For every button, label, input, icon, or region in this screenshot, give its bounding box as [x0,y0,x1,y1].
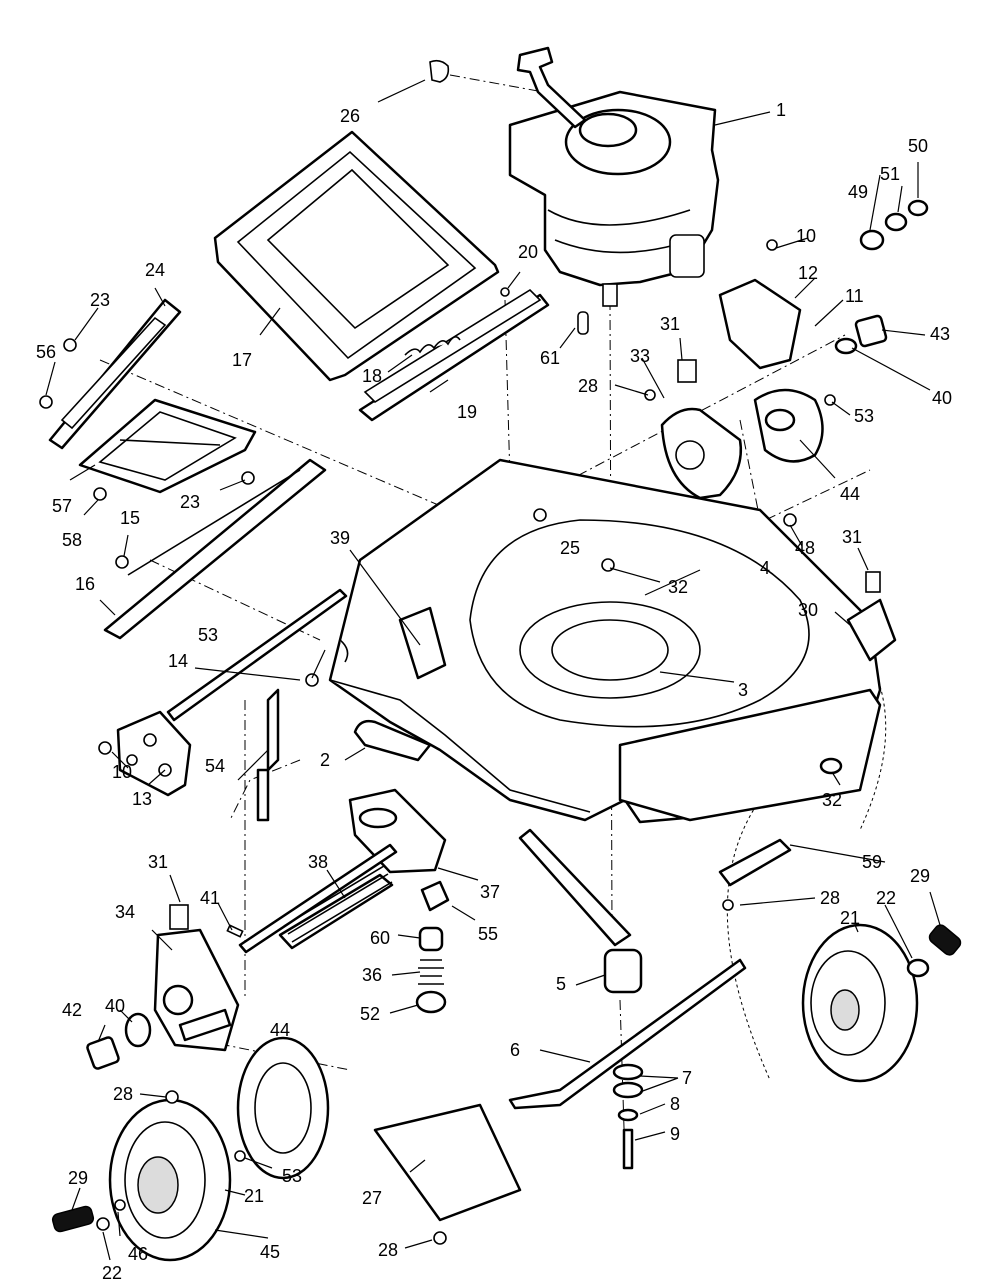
part-label-53-left: 53 [198,625,218,645]
part-label-14: 14 [168,651,188,671]
part-label-32-lower: 32 [822,790,842,810]
part-label-9: 9 [670,1124,680,1144]
part-label-13: 13 [132,789,152,809]
part-label-39: 39 [330,528,350,548]
part-label-59: 59 [862,852,882,872]
rear-axle [116,588,348,797]
pulley-stack [415,880,450,1014]
part-label-31-right: 31 [842,527,862,547]
part-label-40-left: 40 [105,996,125,1016]
part-label-28-left: 28 [113,1084,133,1104]
part-label-17: 17 [232,350,252,370]
part-label-55: 55 [478,924,498,944]
part-label-2: 2 [320,750,330,770]
part-label-8: 8 [670,1094,680,1114]
part-label-40-right: 40 [932,388,952,408]
part-label-4: 4 [760,558,770,578]
part-number-labels: 1 2 3 4 5 6 7 8 9 10 10 11 12 13 14 15 1… [36,100,952,1282]
part-label-6: 6 [510,1040,520,1060]
part-label-21-right: 21 [840,908,860,928]
part-label-54: 54 [205,756,225,776]
part-label-52: 52 [360,1004,380,1024]
part-label-31-upper: 31 [660,314,680,334]
part-label-36: 36 [362,965,382,985]
part-label-44-right: 44 [840,484,860,504]
leader-lines [45,79,941,1261]
part-label-38: 38 [308,852,328,872]
right-side-parts [577,199,929,775]
part-label-28-upper: 28 [578,376,598,396]
part-label-58: 58 [62,530,82,550]
part-label-53-wheel: 53 [282,1166,302,1186]
part-label-18: 18 [362,366,382,386]
drive-gear-left [86,1012,152,1070]
part-label-23-upper: 23 [90,290,110,310]
part-label-16: 16 [75,574,95,594]
part-label-51: 51 [880,164,900,184]
part-label-49: 49 [848,182,868,202]
part-label-53-right: 53 [854,406,874,426]
part-label-60: 60 [370,928,390,948]
part-label-30: 30 [798,600,818,620]
part-label-11: 11 [845,286,864,306]
part-label-27: 27 [362,1188,382,1208]
part-label-26: 26 [340,106,360,126]
part-label-10-lower: 10 [112,762,132,782]
part-label-34: 34 [115,902,135,922]
mulch-plate [373,1103,522,1222]
hinge-assembly [358,287,550,422]
part-label-22-left: 22 [102,1263,122,1282]
part-label-20: 20 [518,242,538,262]
part-label-1: 1 [776,100,786,120]
part-label-43: 43 [930,324,950,344]
transmission [226,788,447,954]
part-label-31-left: 31 [148,852,168,872]
part-label-29-right: 29 [910,866,930,886]
part-label-44-left: 44 [270,1020,290,1040]
part-label-23-lower: 23 [180,492,200,512]
part-label-7: 7 [682,1068,692,1088]
part-label-48: 48 [795,538,815,558]
part-label-50: 50 [908,136,928,156]
part-label-56: 56 [36,342,56,362]
part-label-46: 46 [128,1244,148,1264]
part-label-24: 24 [145,260,165,280]
front-bracket [718,838,792,887]
part-label-32-upper: 32 [668,577,688,597]
part-label-61: 61 [540,348,560,368]
mower-deck [328,458,882,824]
part-label-21-left: 21 [244,1186,264,1206]
part-label-29-left: 29 [68,1168,88,1188]
part-label-19: 19 [457,402,477,422]
front-bracket-left [153,904,240,1052]
part-label-28-right: 28 [820,888,840,908]
part-label-45: 45 [260,1242,280,1262]
front-wheel-left [51,1036,330,1262]
height-adjust-link [256,688,280,822]
part-label-3: 3 [738,680,748,700]
rear-baffle [103,458,327,640]
rear-cover [213,130,500,382]
part-label-12: 12 [798,263,818,283]
part-label-10-upper: 10 [796,226,816,246]
part-label-57: 57 [52,496,72,516]
part-label-22-right: 22 [876,888,896,908]
rear-guard [48,298,257,501]
part-label-41: 41 [200,888,220,908]
part-label-37: 37 [480,882,500,902]
part-label-28-bottom: 28 [378,1240,398,1260]
front-wheel-right [801,923,962,1083]
engine [429,46,720,307]
part-label-25: 25 [560,538,580,558]
drive-belt [353,719,632,947]
part-label-33: 33 [630,346,650,366]
part-label-5: 5 [556,974,566,994]
part-label-42: 42 [62,1000,82,1020]
blade-assembly [508,948,747,1170]
fasteners [39,239,836,1245]
part-label-15: 15 [120,508,140,528]
